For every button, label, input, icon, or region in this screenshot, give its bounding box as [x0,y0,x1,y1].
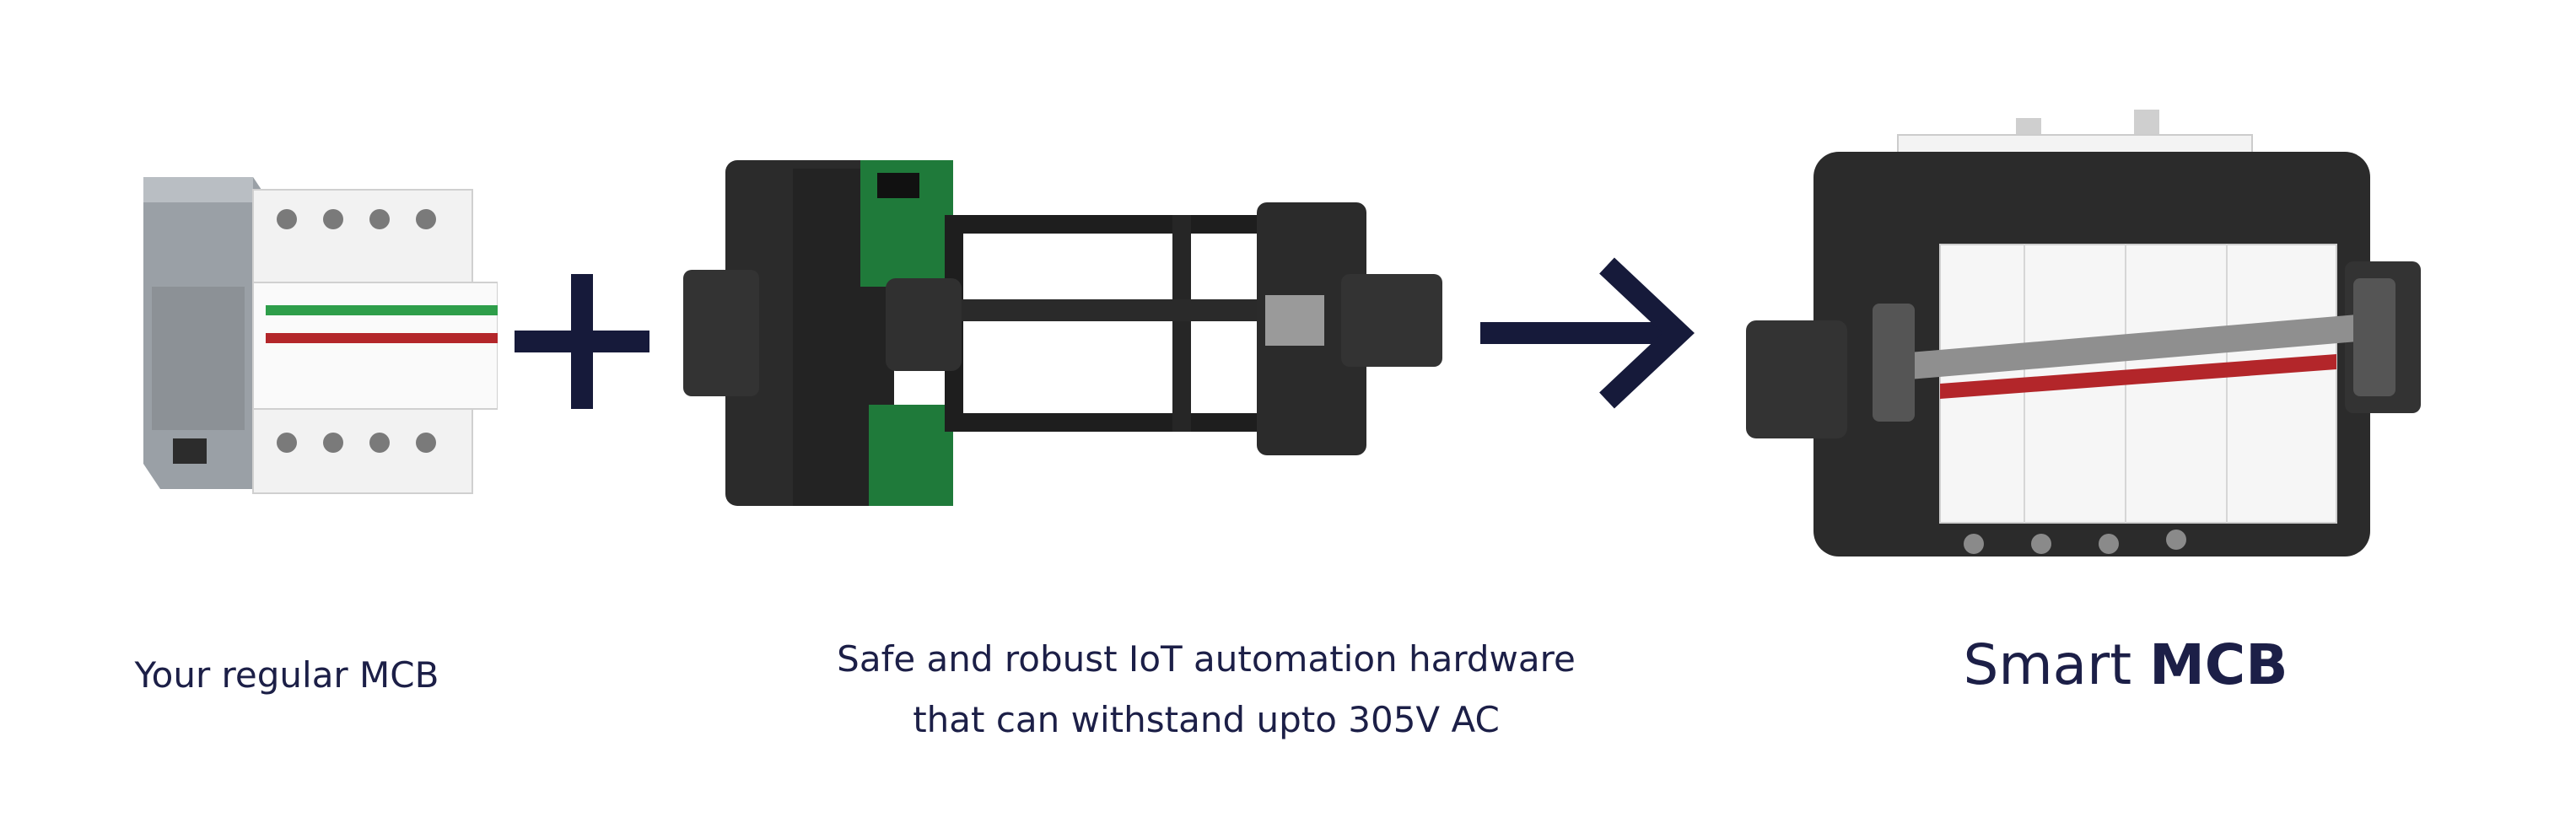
smart-mcb-caption-bold: MCB [2149,632,2288,697]
regular-mcb-image [143,177,498,494]
regular-mcb-caption: Your regular MCB [134,654,439,696]
smart-mcb-image [1746,110,2421,556]
smart-mcb-caption-prefix: Smart [1963,632,2150,697]
hardware-caption-line2: that can withstand upto 305V AC [913,699,1500,740]
hardware-caption: Safe and robust IoT automation hardware … [658,629,1754,750]
arrow-right-icon [1480,257,1695,409]
hardware-caption-line1: Safe and robust IoT automation hardware [837,638,1576,680]
plus-icon [515,274,649,409]
iot-hardware-image [683,160,1442,506]
smart-mcb-caption: Smart MCB [1839,632,2412,697]
